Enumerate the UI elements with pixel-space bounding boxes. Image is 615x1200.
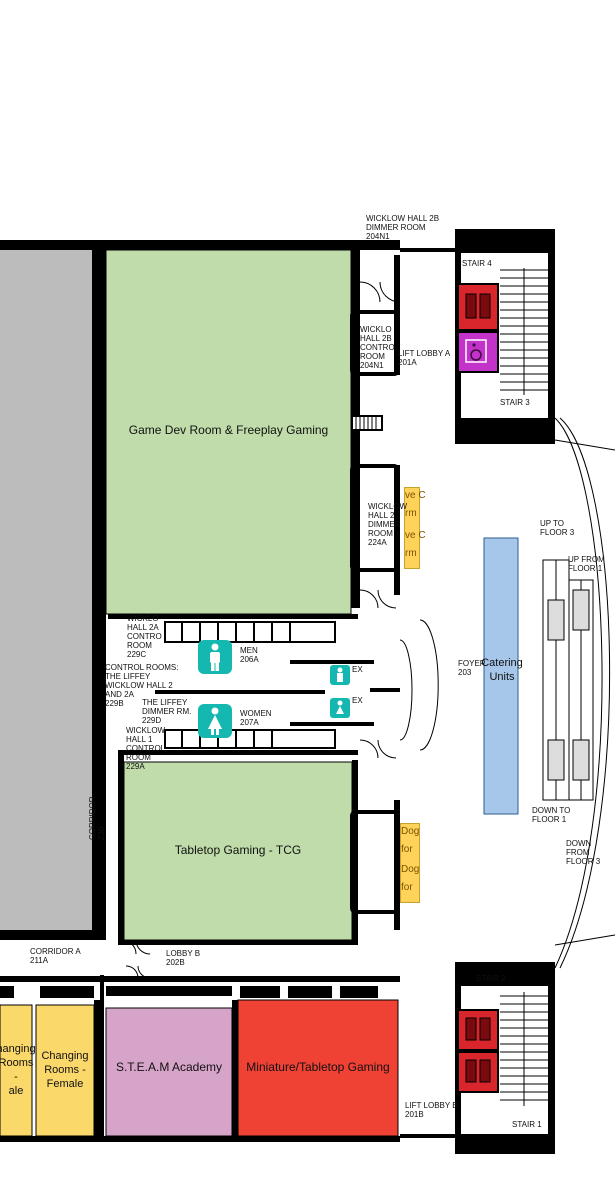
- changing-room-female: [35, 1004, 95, 1137]
- catering-units: [483, 537, 519, 815]
- foyer-curve: [554, 417, 615, 969]
- female-toilet-icon: [198, 704, 232, 738]
- sign-upper: [404, 487, 420, 569]
- label-men: MEN 206A: [240, 646, 259, 664]
- label-lift-lobby-a: LIFT LOBBY A 201A: [398, 349, 451, 367]
- steam-academy-label: S.T.E.A.M Academy: [115, 1060, 223, 1074]
- doors: [121, 281, 439, 979]
- sign-upper-text-4: rm: [405, 548, 417, 559]
- male-toilet-icon: [198, 640, 232, 674]
- tabletop-tcg-room: [123, 761, 353, 941]
- label-foyer: FOYER 203: [458, 659, 486, 677]
- label-control-229a: WICKLOW HALL 1 CONTROL ROOM 229A: [126, 726, 166, 771]
- lift-icon: [457, 283, 499, 1093]
- label-women: WOMEN 207A: [240, 709, 272, 727]
- right-walls: [400, 248, 455, 1138]
- label-corridor-230: CORRIDOR 230: [88, 796, 106, 840]
- label-control-229b: CONTROL ROOMS: THE LIFFEY WICKLOW HALL 2…: [105, 663, 179, 708]
- stall-dividers: [181, 622, 291, 748]
- accessible-toilet-icon-2: [330, 698, 350, 718]
- wheelchair-icon: [457, 331, 499, 373]
- label-up-floor-1: UP FROM FLOOR 1: [568, 555, 605, 573]
- label-ex-2: EX: [352, 696, 363, 705]
- label-stair-2: STAIR 2: [476, 974, 506, 983]
- game-dev-room: [105, 249, 352, 615]
- catering-label: Catering Units: [481, 657, 523, 683]
- sign-lower-text-1: Dog: [401, 826, 420, 837]
- label-liffey-dimmer: THE LIFFEY DIMMER RM. 229D: [142, 698, 192, 725]
- label-up-floor-3: UP TO FLOOR 3: [540, 519, 575, 537]
- changing-female-label: Changing Rooms - Female: [41, 1050, 89, 1090]
- changing-room-male: [0, 1004, 33, 1137]
- hall-grey-block: [0, 250, 92, 930]
- game-dev-room-label: Game Dev Room & Freeplay Gaming: [128, 423, 329, 437]
- sign-lower: [400, 823, 420, 903]
- escalators: [542, 559, 594, 801]
- toilet-stalls: [164, 621, 336, 749]
- changing-male-label: hanging Rooms - ale: [0, 1043, 36, 1097]
- label-lobby-b: LOBBY B 202B: [166, 949, 201, 967]
- label-corridor-a: CORRIDOR A 211A: [30, 947, 81, 965]
- tabletop-tcg-label: Tabletop Gaming - TCG: [174, 843, 302, 857]
- lower-wall-blocks: [0, 986, 378, 1136]
- label-control-204n1: WICKLO HALL 2B CONTRO ROOM 204N1: [360, 325, 395, 370]
- label-stair-1: STAIR 1: [512, 1120, 542, 1129]
- sign-upper-text-1: ve C: [405, 490, 426, 501]
- stair-mini-lines: [355, 416, 377, 430]
- side-rooms: [350, 310, 400, 914]
- stair-core-bottom: [455, 962, 555, 1154]
- label-stair-4: STAIR 4: [462, 259, 492, 268]
- label-dimmer-204n1: WICKLOW HALL 2B DIMMER ROOM 204N1: [366, 214, 440, 241]
- steam-academy-room: [105, 1007, 233, 1137]
- miniature-label: Miniature/Tabletop Gaming: [246, 1060, 390, 1074]
- label-ex-1: EX: [352, 665, 363, 674]
- label-down-floor-3: DOWN FROM FLOOR 3: [566, 839, 601, 866]
- label-control-229c: WICKLO HALL 2A CONTRO ROOM 229C: [127, 614, 162, 659]
- accessible-toilet-icon: [330, 665, 350, 685]
- sign-lower-text-4: for: [401, 882, 413, 893]
- sign-upper-text-2: rm: [405, 508, 417, 519]
- sign-lower-text-2: for: [401, 844, 413, 855]
- sign-lower-text-3: Dog: [401, 864, 420, 875]
- sign-upper-text-3: ve C: [405, 530, 426, 541]
- label-dimmer-224a: WICKLOW HALL 2 DIMMER ROOM 224A: [368, 502, 408, 547]
- label-down-floor-1: DOWN TO FLOOR 1: [532, 806, 571, 824]
- label-lift-lobby-b: LIFT LOBBY B 201B: [405, 1101, 458, 1119]
- miniature-room: [237, 999, 399, 1137]
- label-stair-3: STAIR 3: [500, 398, 530, 407]
